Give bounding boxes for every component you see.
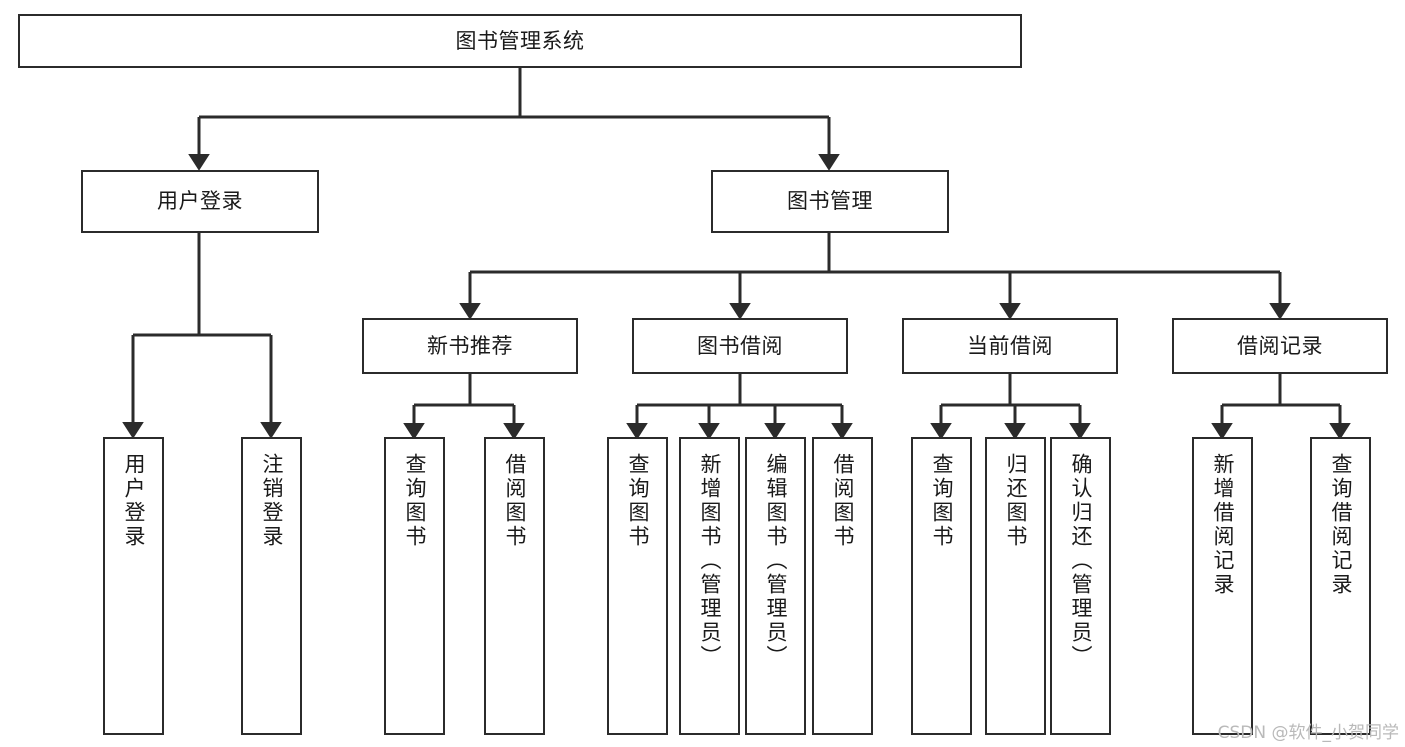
node-label: 新增借阅记录 [1211, 453, 1235, 597]
node-borrow-record[interactable]: 借阅记录 [1172, 318, 1388, 374]
leaf-query-borrow-record[interactable]: 查询借阅记录 [1310, 437, 1371, 735]
leaf-lend-book[interactable]: 借阅图书 [812, 437, 873, 735]
node-label: 图书借阅 [697, 333, 783, 358]
node-label: 图书管理 [787, 189, 873, 214]
leaf-add-book-admin[interactable]: 新增图书（管理员） [679, 437, 740, 735]
leaf-user-logout[interactable]: 注销登录 [241, 437, 302, 735]
node-label: 当前借阅 [967, 333, 1053, 358]
node-label: 用户登录 [157, 189, 243, 214]
node-label: 查询借阅记录 [1329, 453, 1353, 597]
leaf-edit-book-admin[interactable]: 编辑图书（管理员） [745, 437, 806, 735]
leaf-add-borrow-record[interactable]: 新增借阅记录 [1192, 437, 1253, 735]
leaf-confirm-return-admin[interactable]: 确认归还（管理员） [1050, 437, 1111, 735]
leaf-user-login[interactable]: 用户登录 [103, 437, 164, 735]
node-label: 借阅记录 [1237, 333, 1323, 358]
node-label: 新书推荐 [427, 333, 513, 358]
node-new-book-recommend[interactable]: 新书推荐 [362, 318, 578, 374]
node-label: 用户登录 [122, 453, 146, 549]
node-label: 借阅图书 [831, 453, 855, 549]
node-user-login[interactable]: 用户登录 [81, 170, 319, 233]
node-label: 注销登录 [260, 453, 284, 549]
node-book-management[interactable]: 图书管理 [711, 170, 949, 233]
node-book-borrow[interactable]: 图书借阅 [632, 318, 848, 374]
csdn-watermark: CSDN @软件_小贺同学 [1217, 723, 1399, 743]
node-root-system[interactable]: 图书管理系统 [18, 14, 1022, 68]
node-label: 编辑图书（管理员） [764, 453, 788, 669]
node-label: 查询图书 [930, 453, 954, 549]
leaf-query-book-current[interactable]: 查询图书 [911, 437, 972, 735]
node-label: 借阅图书 [503, 453, 527, 549]
leaf-query-book-borrow[interactable]: 查询图书 [607, 437, 668, 735]
node-label: 图书管理系统 [455, 28, 585, 53]
node-label: 查询图书 [403, 453, 427, 549]
node-label: 确认归还（管理员） [1069, 453, 1093, 669]
leaf-return-book[interactable]: 归还图书 [985, 437, 1046, 735]
leaf-borrow-book-new[interactable]: 借阅图书 [484, 437, 545, 735]
node-label: 新增图书（管理员） [698, 453, 722, 669]
node-current-borrow[interactable]: 当前借阅 [902, 318, 1118, 374]
node-label: 归还图书 [1004, 453, 1028, 549]
leaf-query-book-new[interactable]: 查询图书 [384, 437, 445, 735]
node-label: 查询图书 [626, 453, 650, 549]
